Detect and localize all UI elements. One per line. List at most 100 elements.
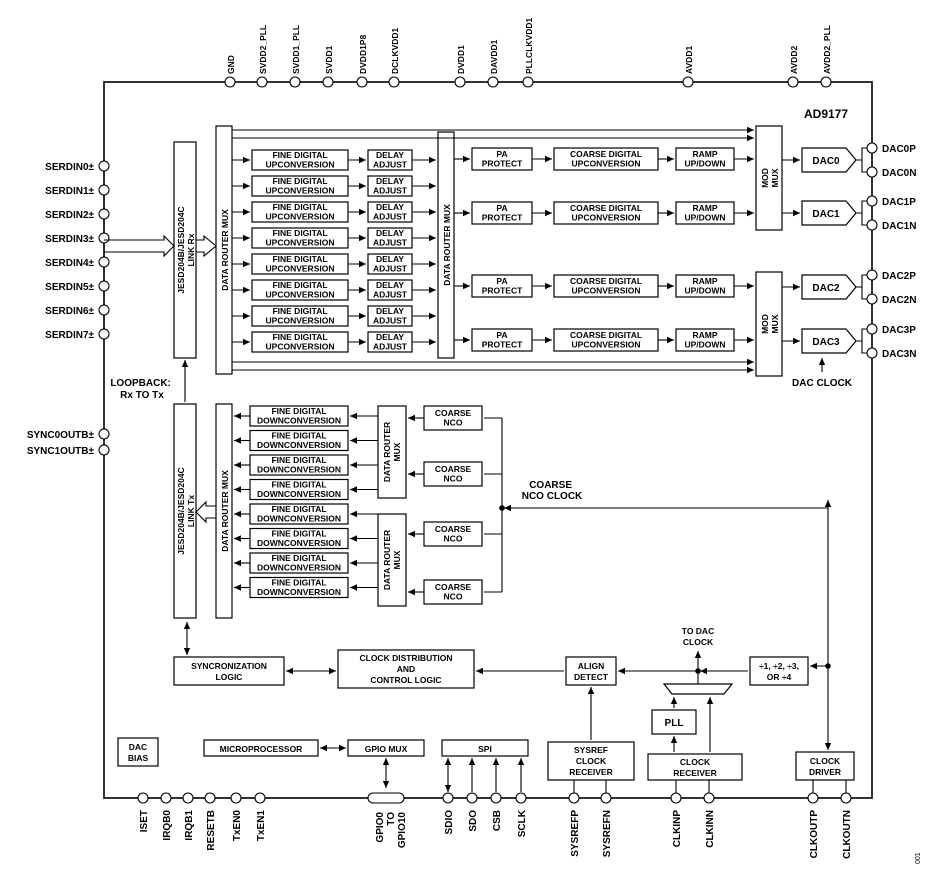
pin-label: CLKINN (705, 810, 716, 848)
pin-serdin (98, 280, 110, 292)
pin-label: SVDD1_PLL (291, 25, 301, 74)
coarse-nco-block (423, 461, 483, 487)
coarse-nco-block (423, 579, 483, 605)
pin-label: DCLKVDD1 (390, 27, 400, 74)
spi-block (441, 739, 529, 757)
pin-gpio-bus (367, 792, 405, 804)
pin-pllclkvdd1 (522, 76, 534, 88)
pin-irqb1 (182, 792, 194, 804)
pin-dac1p (866, 195, 878, 207)
pin-svdd1_pll (289, 76, 301, 88)
clock-driver-block (795, 751, 855, 781)
pin-txen1 (254, 792, 266, 804)
pin-sysrefn (600, 792, 612, 804)
pin-label: AVDD2_PLL (822, 25, 832, 74)
coarse-nco-clock-label: COARSE NCO CLOCK (522, 480, 583, 502)
pin-serdin (98, 328, 110, 340)
pin-label: SYNC0OUTB± (27, 430, 95, 441)
pin-davdd1 (487, 76, 499, 88)
pin-clkoutn (840, 792, 852, 804)
pin-avdd1 (682, 76, 694, 88)
pin-label: SDIO (444, 810, 455, 835)
pin-svdd1 (322, 76, 334, 88)
align-detect-block (565, 656, 617, 686)
rx-small-data-router-mux-label: DATA ROUTERMUX (382, 530, 402, 590)
pin-label: SVDD1 (324, 45, 334, 74)
pin-dac2n (866, 293, 878, 305)
pin-label: PLLCLKVDD1 (524, 18, 534, 74)
pin-label: SYNC1OUTB± (27, 446, 95, 457)
pin-label: TxEN1 (256, 810, 267, 842)
pin-dclkvdd1 (388, 76, 400, 88)
pin-label: DAC3P (882, 325, 916, 336)
clock-distribution-block (337, 649, 475, 689)
pin-label: AVDD2 (789, 46, 799, 74)
pin-dac3n (866, 347, 878, 359)
pin-label: SERDIN1± (45, 186, 94, 197)
jesd-link-tx-block (173, 403, 197, 619)
pin-label: GND (226, 55, 236, 74)
pin-iset (137, 792, 149, 804)
pin-serdin (98, 160, 110, 172)
pin-svdd2_pll (256, 76, 268, 88)
pin-clkoutp (807, 792, 819, 804)
pin-label: SERDIN5± (45, 282, 94, 293)
pin-sclk (515, 792, 527, 804)
pin-sdo (466, 792, 478, 804)
dac-clock-label: DAC CLOCK (792, 378, 853, 389)
pin-label: DVDD1P8 (358, 35, 368, 74)
pin-label: SYSREFN (602, 810, 613, 857)
sysref-receiver-block (547, 741, 635, 781)
pin-label: SERDIN6± (45, 306, 94, 317)
pin-dac2p (866, 269, 878, 281)
pin-serdin (98, 184, 110, 196)
pin-label: SERDIN3± (45, 234, 94, 245)
pin-avdd2_pll (820, 76, 832, 88)
pin-dac1n (866, 219, 878, 231)
pin-label: SVDD2_PLL (258, 25, 268, 74)
pin-label: CLKOUTP (809, 810, 820, 859)
rx-data-router-mux (215, 403, 233, 619)
pin-label: AVDD1 (684, 46, 694, 74)
tx-data-router-mux-right (437, 131, 455, 359)
pin-serdin (98, 232, 110, 244)
dac-label: DAC2 (812, 283, 840, 294)
pin-resetb (204, 792, 216, 804)
mod-mux-top-label: MODMUX (760, 168, 780, 188)
microprocessor-block (203, 739, 319, 757)
pin-label: DAVDD1 (489, 39, 499, 74)
pin-label: RESETB (206, 810, 217, 851)
sync-logic-block (173, 656, 285, 686)
pin-label: DAC3N (882, 349, 916, 360)
left-pins: SERDIN0±SERDIN1±SERDIN2±SERDIN3±SERDIN4±… (27, 160, 110, 457)
clock-divider-block (749, 656, 809, 686)
spi-label: SPI (478, 744, 492, 754)
pin-label: TxEN0 (232, 810, 243, 842)
jesd-link-rx-block (173, 141, 197, 359)
top-pins: GND SVDD2_PLL SVDD1_PLL SVDD1 DVDD1P8 DCLKVDD… (224, 18, 832, 88)
gpio-mux-label: GPIO MUX (365, 744, 408, 754)
